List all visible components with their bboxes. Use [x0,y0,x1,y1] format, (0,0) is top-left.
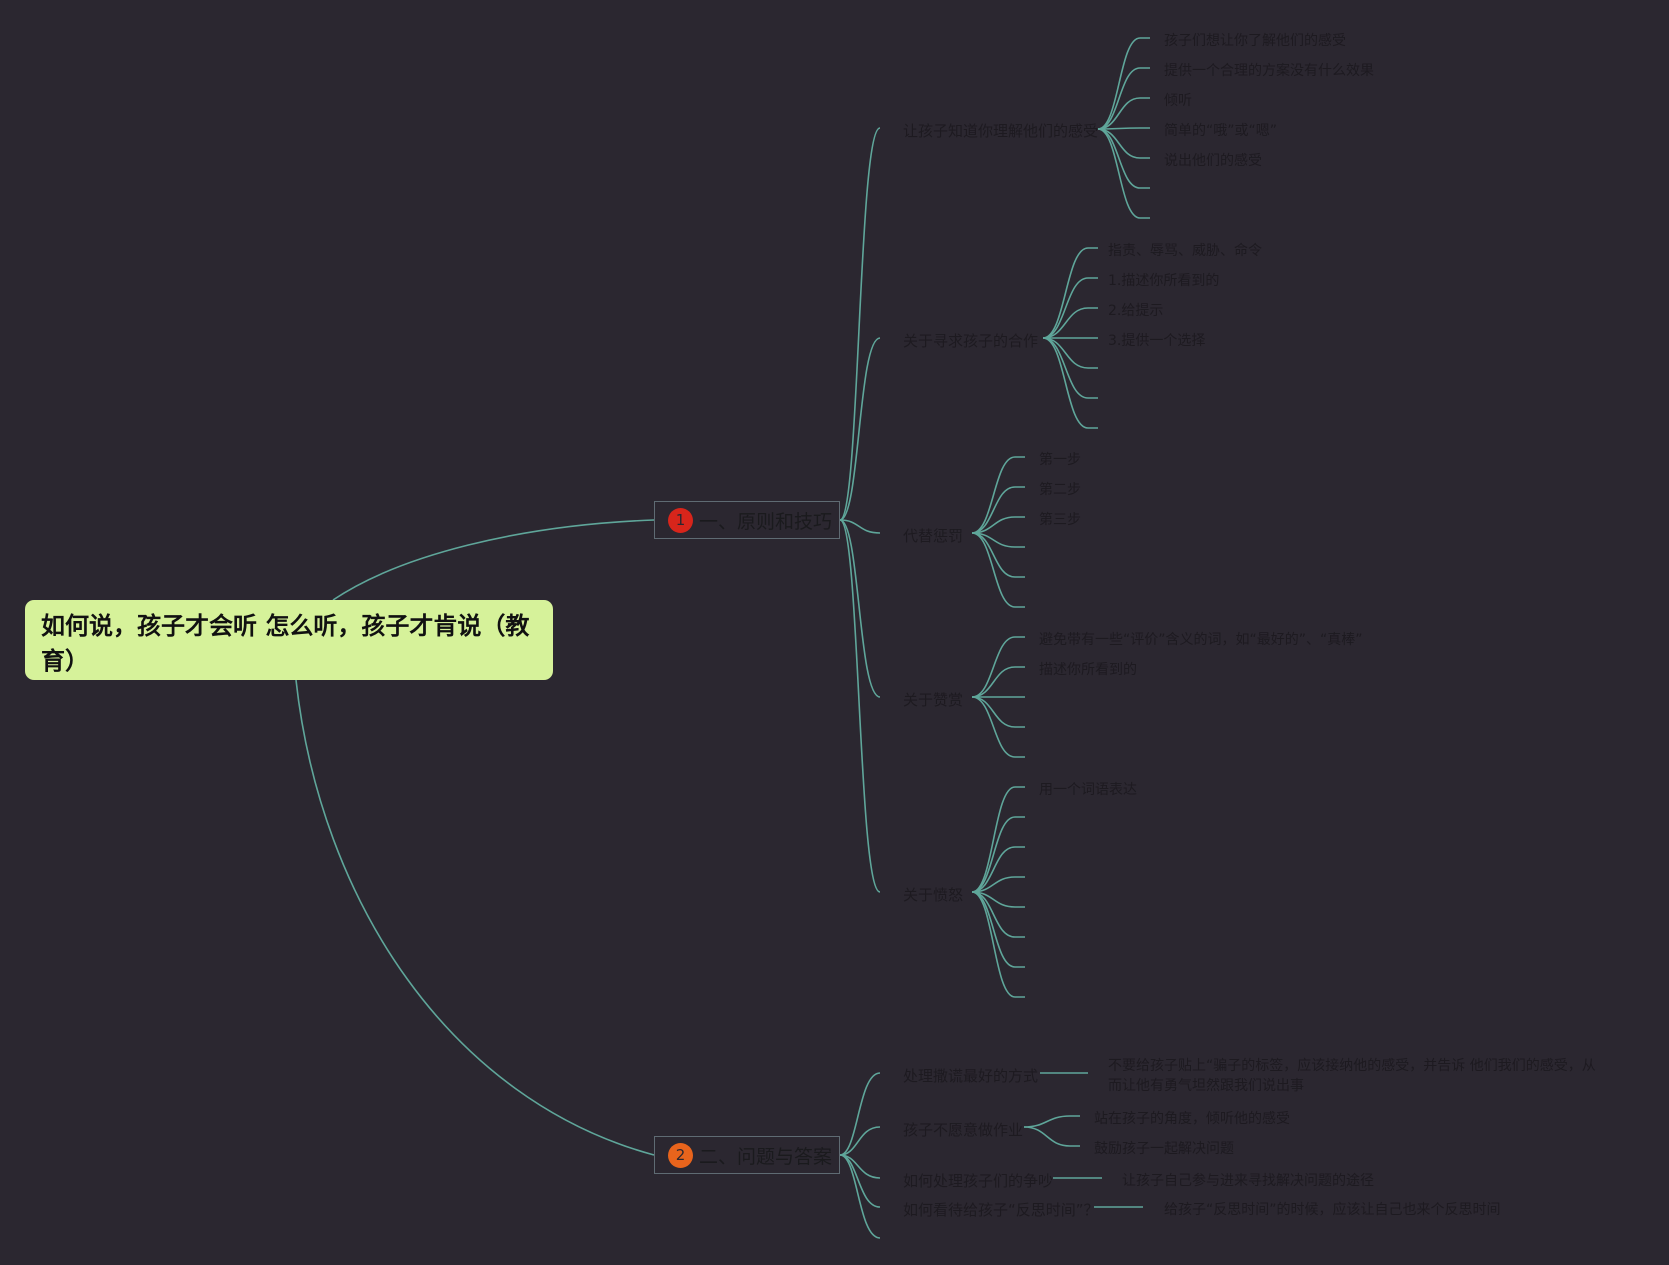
topic-time-out[interactable]: 如何看待给孩子“反思时间”？ [903,1201,1099,1219]
topic-to-leaf [971,456,1025,534]
priority-2-icon: 2 [668,1142,693,1168]
topic-to-leaf [971,816,1025,893]
topic-quarrels[interactable]: 如何处理孩子们的争吵 [903,1172,1054,1190]
topic-to-leaf [971,696,1025,728]
root-to-branch-1 [332,519,655,601]
topic-to-leaf [971,532,1025,578]
topic-lying[interactable]: 处理撒谎最好的方式 [903,1067,1039,1085]
root-topic[interactable]: 如何说，孩子才会听 怎么听，孩子才肯说（教育） [25,600,553,680]
leaf-give-hint[interactable]: 2.给提示 [1108,303,1164,319]
branch-to-topic [839,519,881,698]
leaf-describe-what-you-see[interactable]: 1.描述你所看到的 [1108,273,1220,289]
branch-to-topic [839,1154,881,1208]
leaf-kids-find-solution[interactable]: 让孩子自己参与进来寻找解决问题的途径 [1122,1173,1374,1189]
topic-to-leaf [1023,1126,1080,1147]
topic-anger[interactable]: 关于愤怒 [903,886,964,904]
branch-label: 一、原则和技巧 [699,510,833,533]
topic-to-leaf [1097,67,1150,130]
leaf-simple-response[interactable]: 简单的“哦”或“嗯” [1164,123,1278,139]
leaf-express-in-one-word[interactable]: 用一个词语表达 [1039,782,1137,798]
leaf-solve-together[interactable]: 鼓励孩子一起解决问题 [1094,1141,1234,1157]
branch-label: 二、问题与答案 [699,1145,833,1168]
leaf-parent-reflect-too[interactable]: 给孩子“反思时间”的时候，应该让自己也来个反思时间 [1164,1202,1501,1218]
topic-to-leaf [1097,37,1150,130]
topic-to-leaf [1042,307,1098,339]
topic-to-leaf [1097,128,1150,219]
leaf-children-want-understanding[interactable]: 孩子们想让你了解他们的感受 [1164,33,1346,49]
leaf-offer-choice[interactable]: 3.提供一个选择 [1108,333,1206,349]
branch-to-topic [839,1072,881,1156]
topic-to-leaf [1042,277,1098,339]
branch-principles[interactable]: 1 一、原则和技巧 [654,501,840,539]
topic-to-leaf [971,666,1025,698]
topic-to-leaf [971,876,1025,893]
leaf-describe-what-you-see[interactable]: 描述你所看到的 [1039,662,1137,678]
topic-praise[interactable]: 关于赞赏 [903,691,964,709]
topic-to-leaf [971,696,1025,758]
topic-to-leaf [1023,1115,1080,1128]
topic-to-leaf [971,891,1025,998]
root-to-branch-2 [295,679,655,1156]
topic-to-leaf [1097,128,1150,159]
topic-to-leaf [971,636,1025,698]
topic-homework[interactable]: 孩子不愿意做作业 [903,1121,1024,1139]
leaf-step-one[interactable]: 第一步 [1039,452,1081,468]
branch-qa[interactable]: 2 二、问题与答案 [654,1136,840,1174]
priority-1-icon: 1 [668,507,693,533]
branch-to-topic [839,1154,881,1239]
topic-to-leaf [971,516,1025,534]
leaf-no-liar-label[interactable]: 不要给孩子贴上“骗子的标签，应该接纳他的感受，并告诉 他们我们的感受，从而让他有… [1108,1058,1596,1094]
branch-to-topic [839,519,881,893]
leaf-blame-insult-threat[interactable]: 指责、辱骂、威胁、命令 [1108,243,1262,259]
topic-understand-feelings[interactable]: 让孩子知道你理解他们的感受 [903,122,1099,140]
leaf-step-three[interactable]: 第三步 [1039,512,1081,528]
leaf-step-two[interactable]: 第二步 [1039,482,1081,498]
branch-to-topic [839,127,881,521]
topic-to-leaf [971,846,1025,893]
leaf-reasonable-plan-no-effect[interactable]: 提供一个合理的方案没有什么效果 [1164,63,1374,79]
topic-to-leaf [1042,337,1098,429]
root-title: 如何说，孩子才会听 怎么听，孩子才肯说（教育） [41,612,530,675]
leaf-name-feelings[interactable]: 说出他们的感受 [1164,153,1262,169]
topic-to-leaf [971,486,1025,534]
branch-to-topic [839,1126,881,1156]
leaf-child-perspective[interactable]: 站在孩子的角度，倾听他的感受 [1094,1111,1290,1127]
branch-to-topic [839,337,881,521]
topic-cooperation[interactable]: 关于寻求孩子的合作 [903,332,1039,350]
topic-to-leaf [1042,337,1098,369]
leaf-listen[interactable]: 倾听 [1164,93,1192,109]
branch-to-topic [839,519,881,534]
topic-to-leaf [971,786,1025,893]
topic-alternatives-to-punishment[interactable]: 代替惩罚 [903,527,964,545]
leaf-avoid-evaluative-words[interactable]: 避免带有一些“评价”含义的词，如“最好的”、“真棒” [1039,632,1363,648]
topic-to-leaf [971,532,1025,608]
topic-to-leaf [1042,247,1098,339]
topic-to-leaf [1097,127,1150,130]
topic-to-leaf [1097,97,1150,130]
